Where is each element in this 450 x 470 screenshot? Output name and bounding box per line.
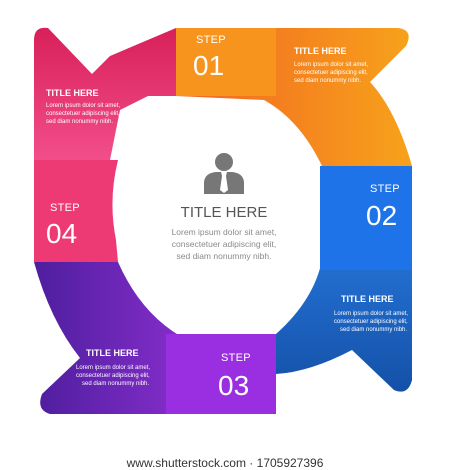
step-03-number: 03 [218,370,250,401]
step-02-body-line-3: sed diam nonummy nibh. [340,327,408,333]
step-04-body-line-1: Lorem ipsum dolor sit amet, [46,103,121,109]
step-03-body-line-1: Lorem ipsum dolor sit amet, [76,365,151,371]
person-icon [204,153,244,194]
step-03-title: TITLE HERE [86,348,139,358]
step-01-number: 01 [193,50,225,81]
pink-segment [34,27,176,160]
step-04-body-line-3: sed diam nonummy nibh. [46,119,114,125]
center-circle [128,124,320,316]
step-01-label: STEP [196,34,226,46]
step-04-title: TITLE HERE [46,88,99,98]
step-01-body-line-1: Lorem ipsum dolor sit amet, [294,62,369,68]
center-body-line-3: sed diam nonummy nibh. [176,251,272,261]
step-04-body-line-2: consectetuer adipiscing elit, [46,111,120,117]
step-01-tile [176,28,276,96]
step-02-body-line-1: Lorem ipsum dolor sit amet, [334,311,409,317]
step-04-label: STEP [50,202,80,214]
step-03-body-line-3: sed diam nonummy nibh. [82,381,150,387]
step-02-number: 02 [366,200,398,231]
step-03-body-line-2: consectetuer adipiscing elit, [76,373,150,379]
step-04-number: 04 [46,218,78,249]
step-02-label: STEP [370,183,400,195]
center-title: TITLE HERE [180,204,268,221]
step-02-body-line-2: consectetuer adipiscing elit, [334,319,408,325]
step-01-body-line-2: consectetuer adipiscing elit, [294,70,368,76]
pink-segment-lower [34,160,118,262]
step-02-title: TITLE HERE [341,294,394,304]
step-03-label: STEP [221,352,251,364]
center-body-line-2: consectetuer adipiscing elit, [171,239,277,249]
watermark-text: www.shutterstock.com · 1705927396 [126,456,324,470]
step-02-tile [320,166,412,270]
step-01-body-line-3: sed diam nonummy nibh. [294,78,362,84]
center-body-line-1: Lorem ipsum dolor sit amet, [171,227,277,237]
step-03-tile [166,334,276,414]
step-01-title: TITLE HERE [294,46,347,56]
